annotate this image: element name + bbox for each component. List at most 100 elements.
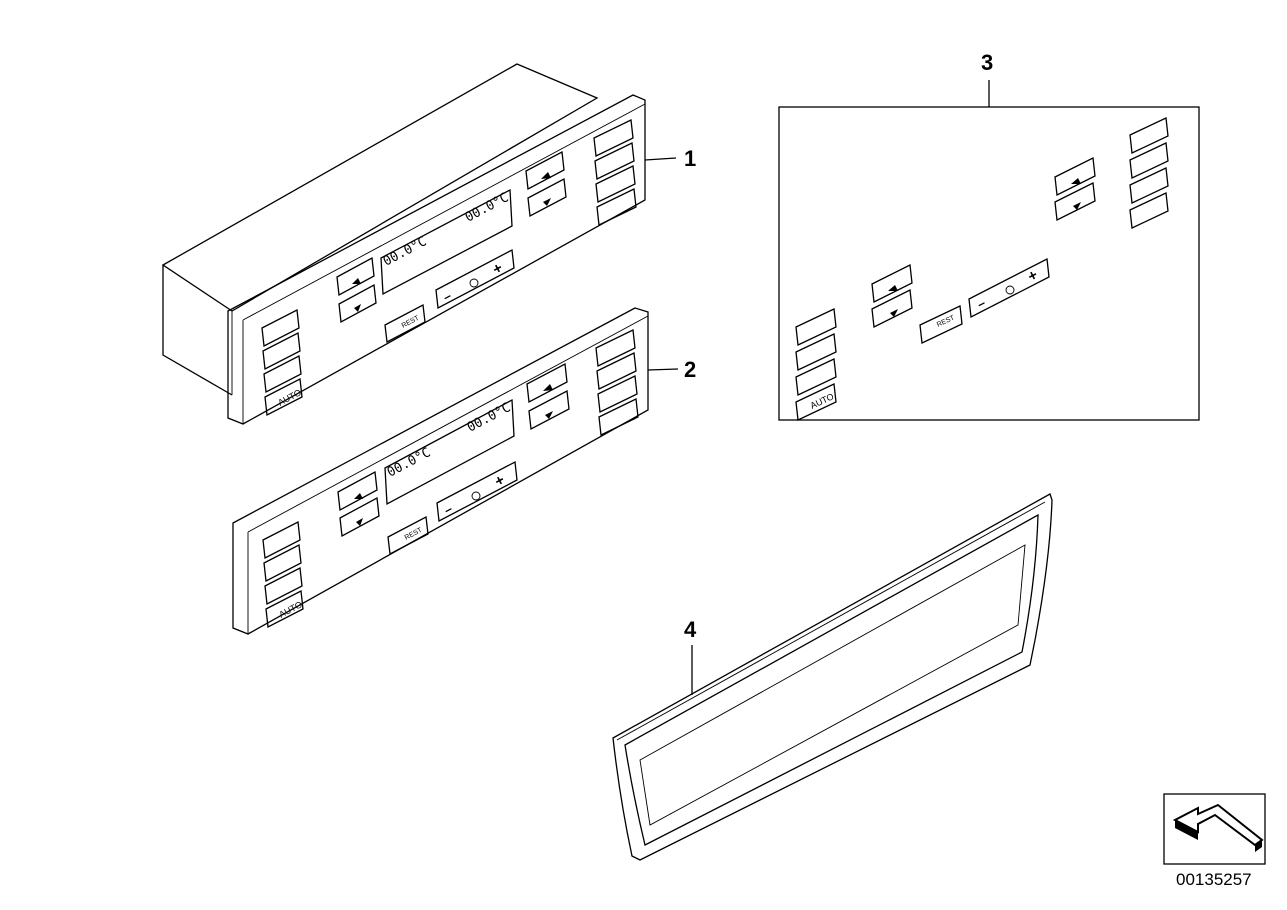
down-arrow-icon — [356, 518, 363, 526]
down-arrow-icon — [890, 309, 898, 317]
auto-button-1[interactable] — [264, 377, 303, 417]
kit-rest-button[interactable] — [919, 305, 963, 344]
lcd-temp-left-1: 00.0°C — [381, 234, 430, 269]
temp-down-button-left-2[interactable] — [339, 496, 380, 538]
lcd-temp-left-2: 00.0°C — [385, 445, 434, 480]
callout-1: 1 — [684, 146, 696, 171]
orientation-arrow-shadow — [1175, 820, 1262, 852]
up-arrow-icon — [354, 493, 363, 499]
kit-defrost-front-button[interactable] — [795, 308, 837, 346]
rear-defrost-button-1[interactable] — [596, 188, 637, 226]
callout-4: 4 — [684, 617, 697, 642]
document-number: 00135257 — [1176, 870, 1252, 889]
recirc-button-1[interactable] — [595, 165, 636, 203]
lcd-temp-right-2: 00.0°C — [465, 400, 514, 435]
up-arrow-icon — [543, 384, 553, 391]
rest-label-2: REST — [404, 526, 424, 541]
temp-down-button-right-1[interactable] — [527, 177, 567, 218]
down-arrow-icon — [545, 411, 553, 419]
kit-recirc-button[interactable] — [1129, 167, 1169, 204]
auto-label-2: AUTO — [277, 599, 304, 619]
temp-up-button-right-2[interactable] — [526, 362, 568, 404]
kit-down-button-right[interactable] — [1054, 182, 1096, 221]
down-arrow-icon — [354, 304, 361, 312]
rest-button-1[interactable] — [384, 303, 426, 344]
kit-defrost-button[interactable] — [1129, 117, 1169, 154]
fan-minus-1: – — [440, 288, 453, 305]
fan-control-1[interactable] — [435, 248, 515, 310]
frame-outer — [612, 493, 1053, 861]
down-arrow-icon — [1073, 202, 1081, 210]
rear-defrost-button-2[interactable] — [598, 398, 639, 436]
kit-rear-defrost-button[interactable] — [1129, 192, 1169, 229]
kit-down-button-left[interactable] — [871, 289, 913, 328]
auto-label-1: AUTO — [276, 387, 303, 407]
vent-button-1[interactable] — [262, 331, 301, 371]
up-arrow-icon — [1071, 178, 1081, 184]
fan-icon — [1005, 285, 1015, 295]
auto-button-2[interactable] — [265, 589, 304, 629]
vent-button-2[interactable] — [263, 543, 302, 583]
kit-auto-button[interactable] — [795, 383, 837, 421]
temp-up-button-left-2[interactable] — [337, 470, 378, 512]
right-button-column-1 — [593, 119, 637, 226]
frame-depth — [639, 544, 1026, 826]
leader-line-2 — [647, 368, 679, 371]
fan-plus-1: + — [490, 259, 506, 278]
kit-vent-button[interactable] — [795, 333, 837, 371]
orientation-arrow-icon — [1172, 803, 1264, 847]
footwell-button-1[interactable] — [263, 354, 302, 394]
defrost-rear-button-2[interactable] — [595, 329, 636, 367]
kit-left-column: AUTO — [795, 308, 837, 421]
footwell-button-2[interactable] — [264, 566, 303, 606]
part-4-trim-frame[interactable] — [612, 493, 1053, 861]
fan-icon — [471, 491, 481, 501]
faceplate-2 — [232, 307, 649, 635]
frame-rim — [616, 501, 1046, 741]
kit-fan-minus: – — [975, 295, 988, 312]
frame-inner — [624, 513, 1039, 846]
orientation-box — [1163, 793, 1266, 865]
callout-3: 3 — [981, 50, 993, 75]
left-button-column-2: AUTO — [262, 520, 304, 629]
ac-button-2[interactable] — [596, 352, 637, 390]
rest-label-1: REST — [401, 314, 421, 329]
housing-box — [161, 63, 599, 396]
temp-down-button-left-1[interactable] — [338, 283, 377, 324]
defrost-button-1[interactable] — [261, 308, 300, 348]
kit-frame — [778, 106, 1200, 421]
fan-control-2[interactable] — [436, 460, 518, 523]
kit-right-column — [1129, 117, 1169, 229]
rest-button-2[interactable] — [387, 515, 429, 556]
down-arrow-icon — [543, 198, 551, 206]
lcd-window-1 — [380, 188, 513, 296]
temp-up-button-right-1[interactable] — [525, 150, 565, 191]
faceplate-2-inner — [247, 315, 649, 634]
defrost-rear-button-1[interactable] — [593, 119, 634, 157]
defrost-button-2[interactable] — [262, 520, 301, 560]
temp-up-button-left-1[interactable] — [336, 256, 375, 297]
faceplate-1-inner — [242, 103, 646, 424]
kit-fan-control[interactable] — [968, 257, 1050, 319]
kit-up-button-left[interactable] — [871, 264, 913, 303]
left-button-column-1: AUTO — [261, 308, 303, 417]
kit-ac-button[interactable] — [1129, 142, 1169, 179]
up-arrow-icon — [888, 285, 898, 291]
up-arrow-icon — [541, 172, 551, 179]
right-button-column-2 — [595, 329, 639, 436]
callout-2: 2 — [684, 357, 696, 382]
recirc-button-2[interactable] — [597, 375, 638, 413]
fan-minus-2: – — [441, 501, 454, 518]
kit-footwell-button[interactable] — [795, 358, 837, 396]
lcd-window-2 — [384, 398, 515, 506]
temp-down-button-right-2[interactable] — [528, 389, 570, 431]
fan-icon — [469, 278, 479, 288]
kit-fan-plus: + — [1025, 266, 1041, 285]
up-arrow-icon — [352, 278, 361, 284]
fan-plus-2: + — [492, 471, 508, 490]
kit-up-button-right[interactable] — [1054, 157, 1096, 196]
part-3-button-kit[interactable]: REST – + AUTO — [778, 80, 1200, 421]
faceplate-1 — [227, 94, 646, 425]
ac-button-1[interactable] — [594, 142, 635, 180]
